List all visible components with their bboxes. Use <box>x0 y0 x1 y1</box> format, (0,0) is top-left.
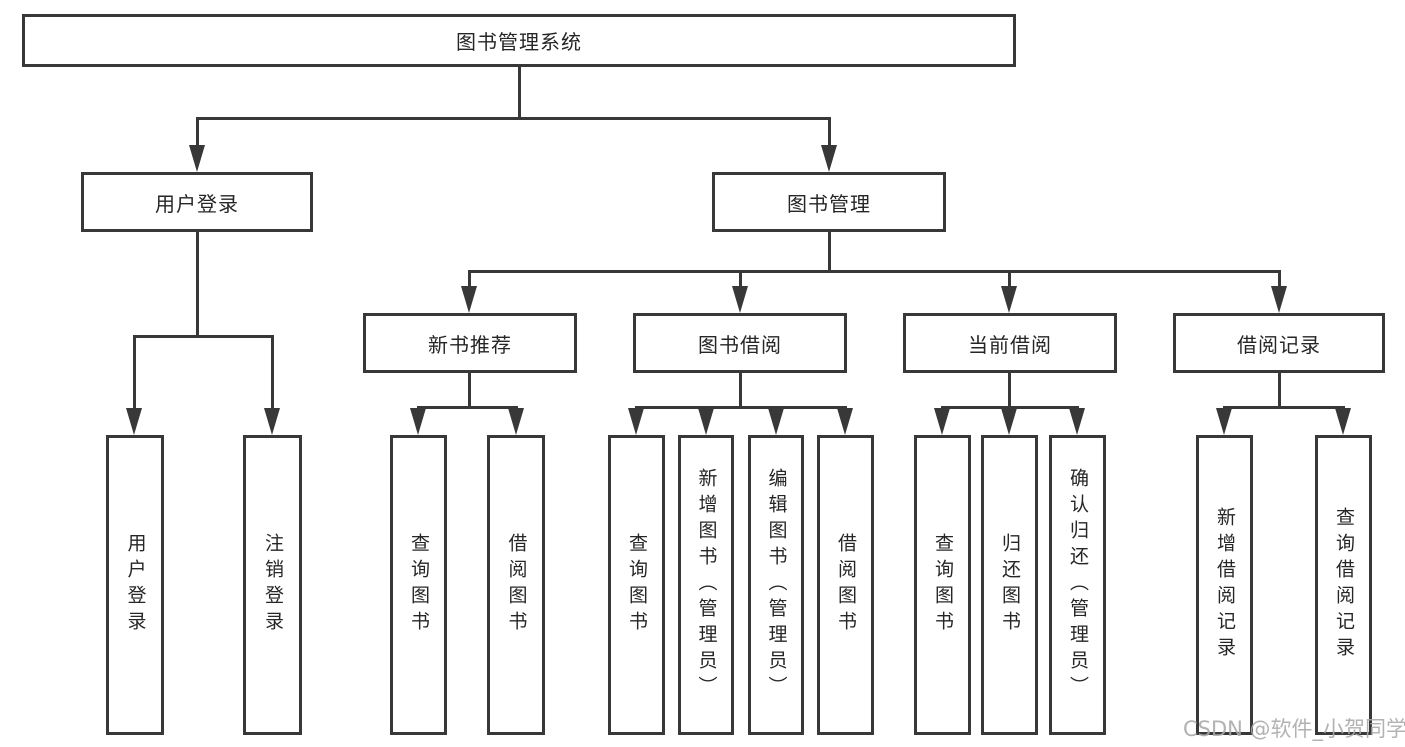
connector-line <box>468 270 1281 273</box>
leaf-borrow-books-recommend: 借阅图书 <box>487 435 545 735</box>
connector-line <box>196 230 199 337</box>
connector-line <box>1008 270 1011 292</box>
arrow-down-icon <box>1001 286 1017 313</box>
leaf-edit-book-admin: 编辑图书（管理员） <box>748 435 804 735</box>
leaf-add-borrow-record: 新增借阅记录 <box>1196 435 1253 735</box>
node-label: 当前借阅 <box>968 332 1052 357</box>
node-borrow-records: 借阅记录 <box>1173 313 1385 373</box>
connector-line <box>1223 406 1345 409</box>
connector-line <box>635 406 847 409</box>
leaf-query-books-current: 查询图书 <box>914 435 971 735</box>
node-label: 借阅记录 <box>1237 332 1321 357</box>
arrow-down-icon <box>1069 408 1085 435</box>
node-label: 用户登录 <box>155 191 239 216</box>
arrow-down-icon <box>821 145 837 172</box>
leaf-label: 查询借阅记录 <box>1333 507 1355 663</box>
arrow-down-icon <box>628 408 644 435</box>
connector-line <box>739 270 742 292</box>
arrow-down-icon <box>126 408 142 435</box>
leaf-label: 查询图书 <box>408 533 430 637</box>
arrow-down-icon <box>1335 408 1351 435</box>
leaf-label: 查询图书 <box>932 533 954 637</box>
connector-line <box>468 371 471 408</box>
leaf-add-book-admin: 新增图书（管理员） <box>678 435 734 735</box>
connector-line <box>1278 371 1281 408</box>
connector-line <box>518 65 521 119</box>
node-label: 图书管理 <box>787 191 871 216</box>
node-book-management: 图书管理 <box>712 172 946 232</box>
arrow-down-icon <box>837 408 853 435</box>
arrow-down-icon <box>1216 408 1232 435</box>
leaf-logout: 注销登录 <box>243 435 302 735</box>
node-current-borrow: 当前借阅 <box>903 313 1117 373</box>
connector-line <box>133 335 274 338</box>
connector-line <box>196 117 831 120</box>
leaf-label: 归还图书 <box>999 533 1021 637</box>
connector-line <box>739 371 742 408</box>
arrow-down-icon <box>768 408 784 435</box>
connector-line <box>133 335 136 412</box>
connector-line <box>417 406 518 409</box>
leaf-borrow-books: 借阅图书 <box>817 435 874 735</box>
arrow-down-icon <box>1271 286 1287 313</box>
arrow-down-icon <box>698 408 714 435</box>
leaf-label: 新增借阅记录 <box>1214 507 1236 663</box>
connector-line <box>196 117 199 150</box>
leaf-user-login: 用户登录 <box>106 435 164 735</box>
leaf-label: 用户登录 <box>124 533 147 637</box>
connector-line <box>468 270 471 292</box>
leaf-confirm-return-admin: 确认归还（管理员） <box>1049 435 1106 735</box>
arrow-down-icon <box>461 286 477 313</box>
leaf-label: 借阅图书 <box>835 533 857 637</box>
arrow-down-icon <box>732 286 748 313</box>
connector-line <box>271 335 274 412</box>
arrow-down-icon <box>410 408 426 435</box>
watermark: CSDN @软件_小贺同学 <box>1183 717 1405 741</box>
leaf-query-books-borrow: 查询图书 <box>608 435 665 735</box>
connector-line <box>828 117 831 150</box>
connector-line <box>1278 270 1281 292</box>
connector-line <box>828 230 831 272</box>
node-label: 图书管理系统 <box>456 30 582 54</box>
leaf-label: 借阅图书 <box>505 533 528 637</box>
connector-line <box>1008 371 1011 408</box>
leaf-label: 新增图书（管理员） <box>695 468 718 702</box>
leaf-return-books: 归还图书 <box>981 435 1038 735</box>
leaf-label: 查询图书 <box>626 533 648 637</box>
node-user-login: 用户登录 <box>81 172 313 232</box>
arrow-down-icon <box>264 408 280 435</box>
leaf-query-books-recommend: 查询图书 <box>390 435 447 735</box>
leaf-label: 确认归还（管理员） <box>1067 468 1089 702</box>
node-book-borrow: 图书借阅 <box>633 313 847 373</box>
node-root: 图书管理系统 <box>22 14 1016 67</box>
node-label: 新书推荐 <box>428 332 512 357</box>
arrow-down-icon <box>189 145 205 172</box>
leaf-label: 编辑图书（管理员） <box>765 468 788 702</box>
leaf-label: 注销登录 <box>262 533 284 637</box>
arrow-down-icon <box>1001 408 1017 435</box>
node-new-book-recommend: 新书推荐 <box>363 313 577 373</box>
arrow-down-icon <box>508 408 524 435</box>
leaf-query-borrow-record: 查询借阅记录 <box>1315 435 1372 735</box>
arrow-down-icon <box>934 408 950 435</box>
node-label: 图书借阅 <box>698 332 782 357</box>
